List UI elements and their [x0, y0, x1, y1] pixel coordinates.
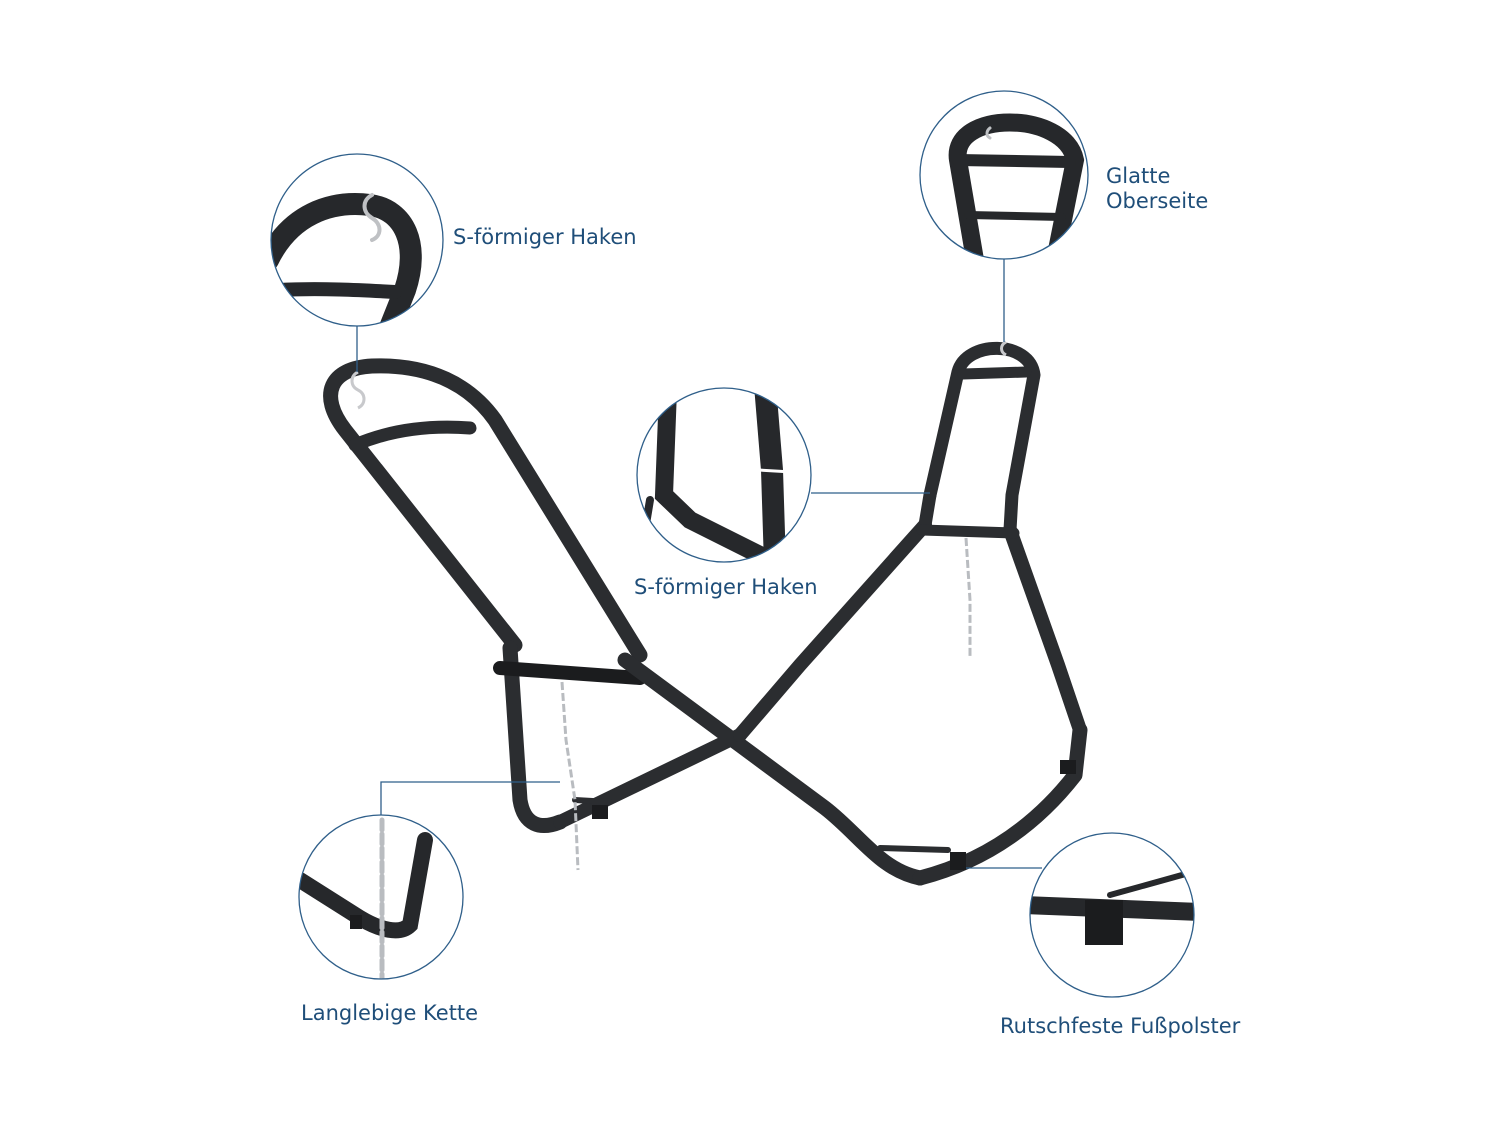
callout-lines — [356, 259, 1042, 869]
zoom-circle-bottom-left — [298, 814, 464, 980]
left-base — [553, 728, 747, 829]
foot-pad — [950, 852, 966, 870]
callout-label-non-slip-feet: Rutschfeste Fußpolster — [1000, 1014, 1241, 1038]
callout-label-s-hook-top: S-förmiger Haken — [453, 225, 637, 249]
callout-line-bottom-left — [380, 781, 560, 815]
s-hooks — [350, 340, 1007, 410]
left-base-support — [572, 797, 613, 805]
left-chain — [560, 681, 580, 871]
right-base-support — [877, 845, 951, 853]
right-chain — [964, 537, 972, 658]
right-arm-top-crossbar — [957, 366, 1032, 380]
foot-pad — [1060, 760, 1076, 774]
left-arm-crossbar — [348, 420, 477, 452]
right-base — [912, 722, 1088, 886]
callout-label-smooth-top-line2: Oberseite — [1106, 189, 1209, 213]
main-diagonal-left-to-right — [617, 652, 928, 886]
s-hook-icon — [350, 370, 366, 410]
left-arm-loop — [323, 358, 648, 663]
chains — [560, 537, 972, 871]
right-mid-crossbar — [916, 524, 1020, 539]
zoom-circle-middle — [636, 387, 812, 563]
foot-pads — [592, 760, 1076, 870]
right-leg — [1003, 523, 1087, 737]
zoom-circle-top-right — [919, 90, 1089, 260]
right-arm-join — [918, 488, 937, 532]
callout-label-smooth-top-line1: Glatte — [1106, 164, 1171, 188]
main-diagonal-right-to-left — [733, 518, 932, 742]
hammock-stand-frame — [323, 341, 1088, 886]
zoom-circle-top-left — [270, 153, 444, 327]
callout-label-durable-chain: Langlebige Kette — [301, 1001, 479, 1025]
callout-label-s-hook-middle: S-förmiger Haken — [634, 575, 818, 599]
left-plate — [493, 661, 647, 685]
s-hook-icon — [1000, 340, 1007, 357]
zoom-circle-bottom-right — [1029, 832, 1195, 998]
foot-pad — [592, 805, 608, 819]
